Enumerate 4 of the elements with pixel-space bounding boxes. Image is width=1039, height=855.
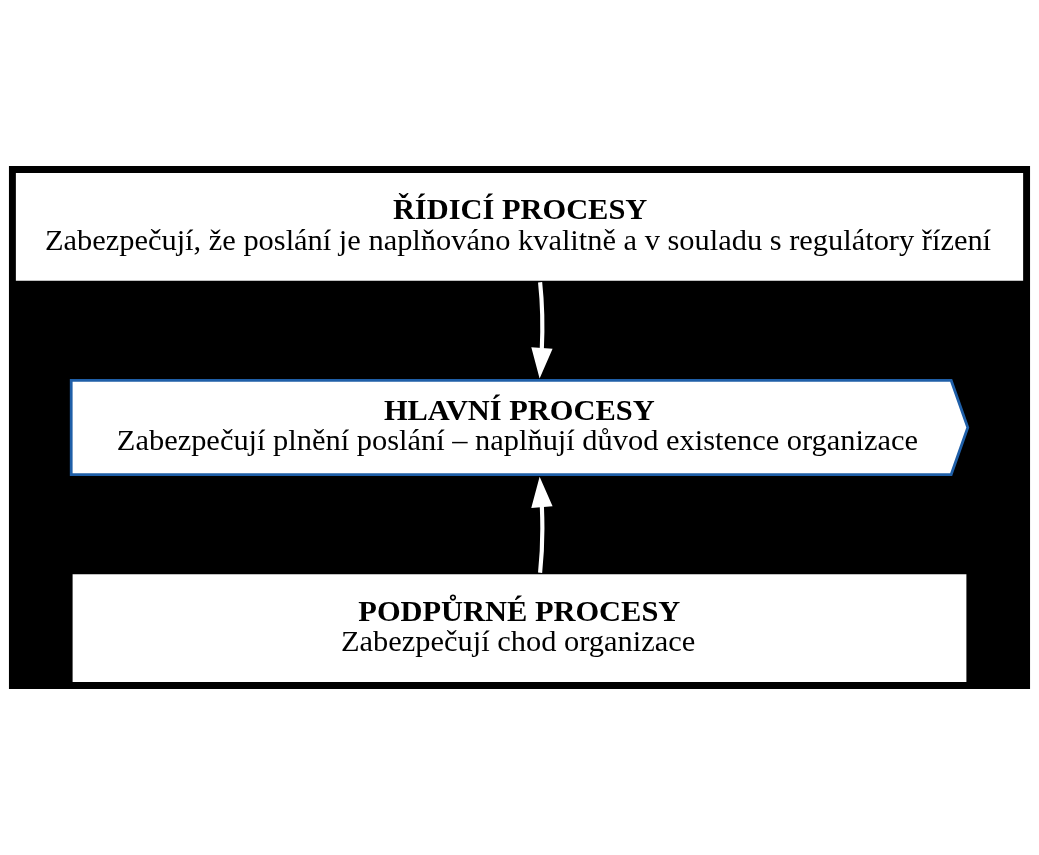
arrow xyxy=(531,476,553,573)
node-box: PODPŮRNÉ PROCESY Zabezpečují chod organizace xyxy=(69,571,970,685)
node-box: ŘÍDICÍ PROCESY Zabezpečují, že poslání je naplňováno kvalitně a v souladu s regulátory řízení xyxy=(13,170,1026,284)
arrow xyxy=(531,282,553,379)
